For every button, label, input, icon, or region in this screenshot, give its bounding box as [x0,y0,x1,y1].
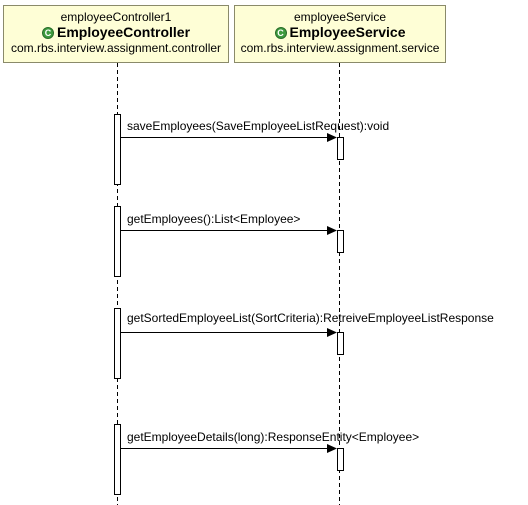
activation-bar-caller[interactable] [114,424,121,495]
activation-bar-callee[interactable] [337,448,344,471]
arrowhead-icon [327,444,337,453]
activation-bar-callee[interactable] [337,332,344,355]
participant-employee-service[interactable]: employeeService C EmployeeService com.rb… [234,5,446,63]
participant-package: com.rbs.interview.assignment.controller [10,41,222,55]
participant-class-row: C EmployeeController [4,24,228,41]
activation-bar-caller[interactable] [114,206,121,277]
participant-class-name: EmployeeController [56,24,191,40]
participant-package: com.rbs.interview.assignment.service [240,41,440,55]
activation-bar-caller[interactable] [114,114,121,185]
participant-class-row: C EmployeeService [235,24,445,41]
arrowhead-icon [327,133,337,142]
message-label[interactable]: saveEmployees(SaveEmployeeListRequest):v… [127,119,390,133]
participant-employee-controller[interactable]: employeeController1 C EmployeeController… [3,5,229,63]
message-label[interactable]: getEmployees():List<Employee> [127,212,301,226]
arrowhead-icon [327,226,337,235]
activation-bar-caller[interactable] [114,308,121,379]
participant-instance-name: employeeController1 [60,10,172,24]
message-label[interactable]: getEmployeeDetails(long):ResponseEntity<… [127,430,420,444]
message-label[interactable]: getSortedEmployeeList(SortCriteria):Retr… [127,311,494,325]
arrowhead-icon [327,328,337,337]
activation-bar-callee[interactable] [337,230,344,253]
participant-instance-name: employeeService [293,10,387,24]
class-icon: C [274,26,287,39]
activation-bar-callee[interactable] [337,137,344,160]
participant-class-name: EmployeeService [289,24,406,40]
class-icon: C [41,26,54,39]
